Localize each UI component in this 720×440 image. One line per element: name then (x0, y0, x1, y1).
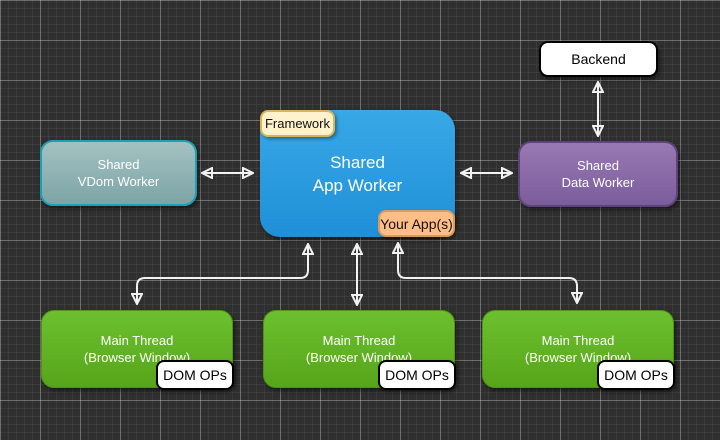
node-main-thread-1[interactable]: Main Thread (Browser Window) DOM OPs (41, 310, 234, 390)
dom-ops-label-1: DOM OPs (163, 367, 227, 383)
dom-ops-badge-1[interactable]: DOM OPs (156, 360, 234, 390)
vdom-label-line2: VDom Worker (77, 174, 160, 189)
dom-ops-badge-3[interactable]: DOM OPs (597, 360, 675, 390)
dom-ops-label-3: DOM OPs (604, 367, 668, 383)
your-apps-label: Your App(s) (380, 215, 453, 232)
node-shared-data-worker[interactable]: Shared Data Worker (518, 141, 678, 207)
node-main-thread-2[interactable]: Main Thread (Browser Window) DOM OPs (263, 310, 456, 390)
edge-app-main3 (398, 243, 577, 303)
backend-label: Backend (571, 50, 626, 67)
data-label-line1: Shared (577, 158, 619, 173)
app-label-line1: Shared (330, 152, 385, 172)
data-label-line2: Data Worker (561, 175, 635, 190)
edge-app-main1 (137, 244, 308, 304)
your-apps-badge[interactable]: Your App(s) (378, 210, 455, 237)
app-label-line2: App Worker (312, 175, 403, 195)
node-main-thread-3[interactable]: Main Thread (Browser Window) DOM OPs (482, 310, 675, 390)
node-shared-vdom-worker[interactable]: Shared VDom Worker (40, 140, 197, 206)
framework-label: Framework (264, 116, 330, 131)
main-thread-2-line1: Main Thread (322, 333, 396, 348)
framework-badge[interactable]: Framework (260, 110, 335, 137)
main-thread-1-line1: Main Thread (100, 333, 174, 348)
vdom-label-line1: Shared (97, 157, 140, 172)
dom-ops-badge-2[interactable]: DOM OPs (378, 360, 456, 390)
node-backend[interactable]: Backend (539, 41, 658, 77)
dom-ops-label-2: DOM OPs (385, 367, 449, 383)
main-thread-3-line1: Main Thread (541, 333, 615, 348)
